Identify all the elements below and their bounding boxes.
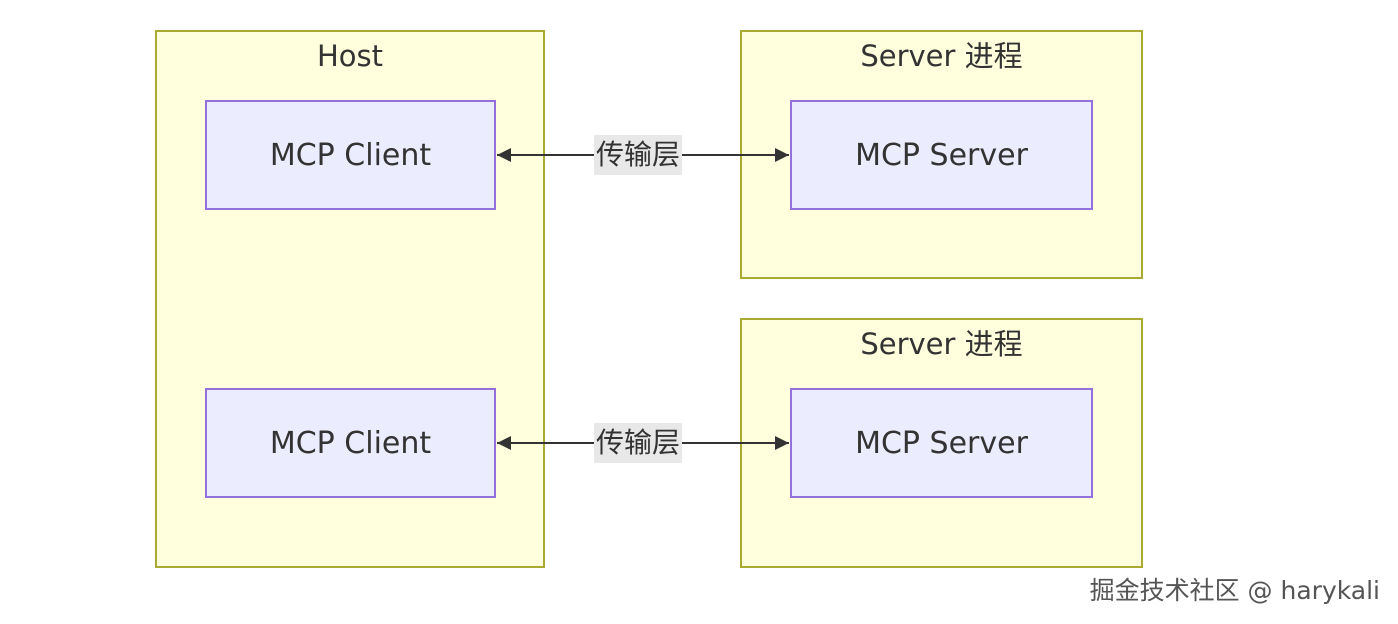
mcp-client-node-2[interactable]: MCP Client [205,388,496,498]
transport-edge-label-1: 传输层 [594,135,683,175]
transport-edge-label-2: 传输层 [594,423,683,463]
server-process-title-2: Server 进程 [860,327,1023,361]
mcp-server-node-2[interactable]: MCP Server [790,388,1093,498]
mcp-client-node-1[interactable]: MCP Client [205,100,496,210]
host-title: Host [316,39,384,73]
server-process-title-1: Server 进程 [860,39,1023,73]
mcp-server-node-1[interactable]: MCP Server [790,100,1093,210]
watermark: 掘金技术社区 @ harykali [1089,576,1380,605]
